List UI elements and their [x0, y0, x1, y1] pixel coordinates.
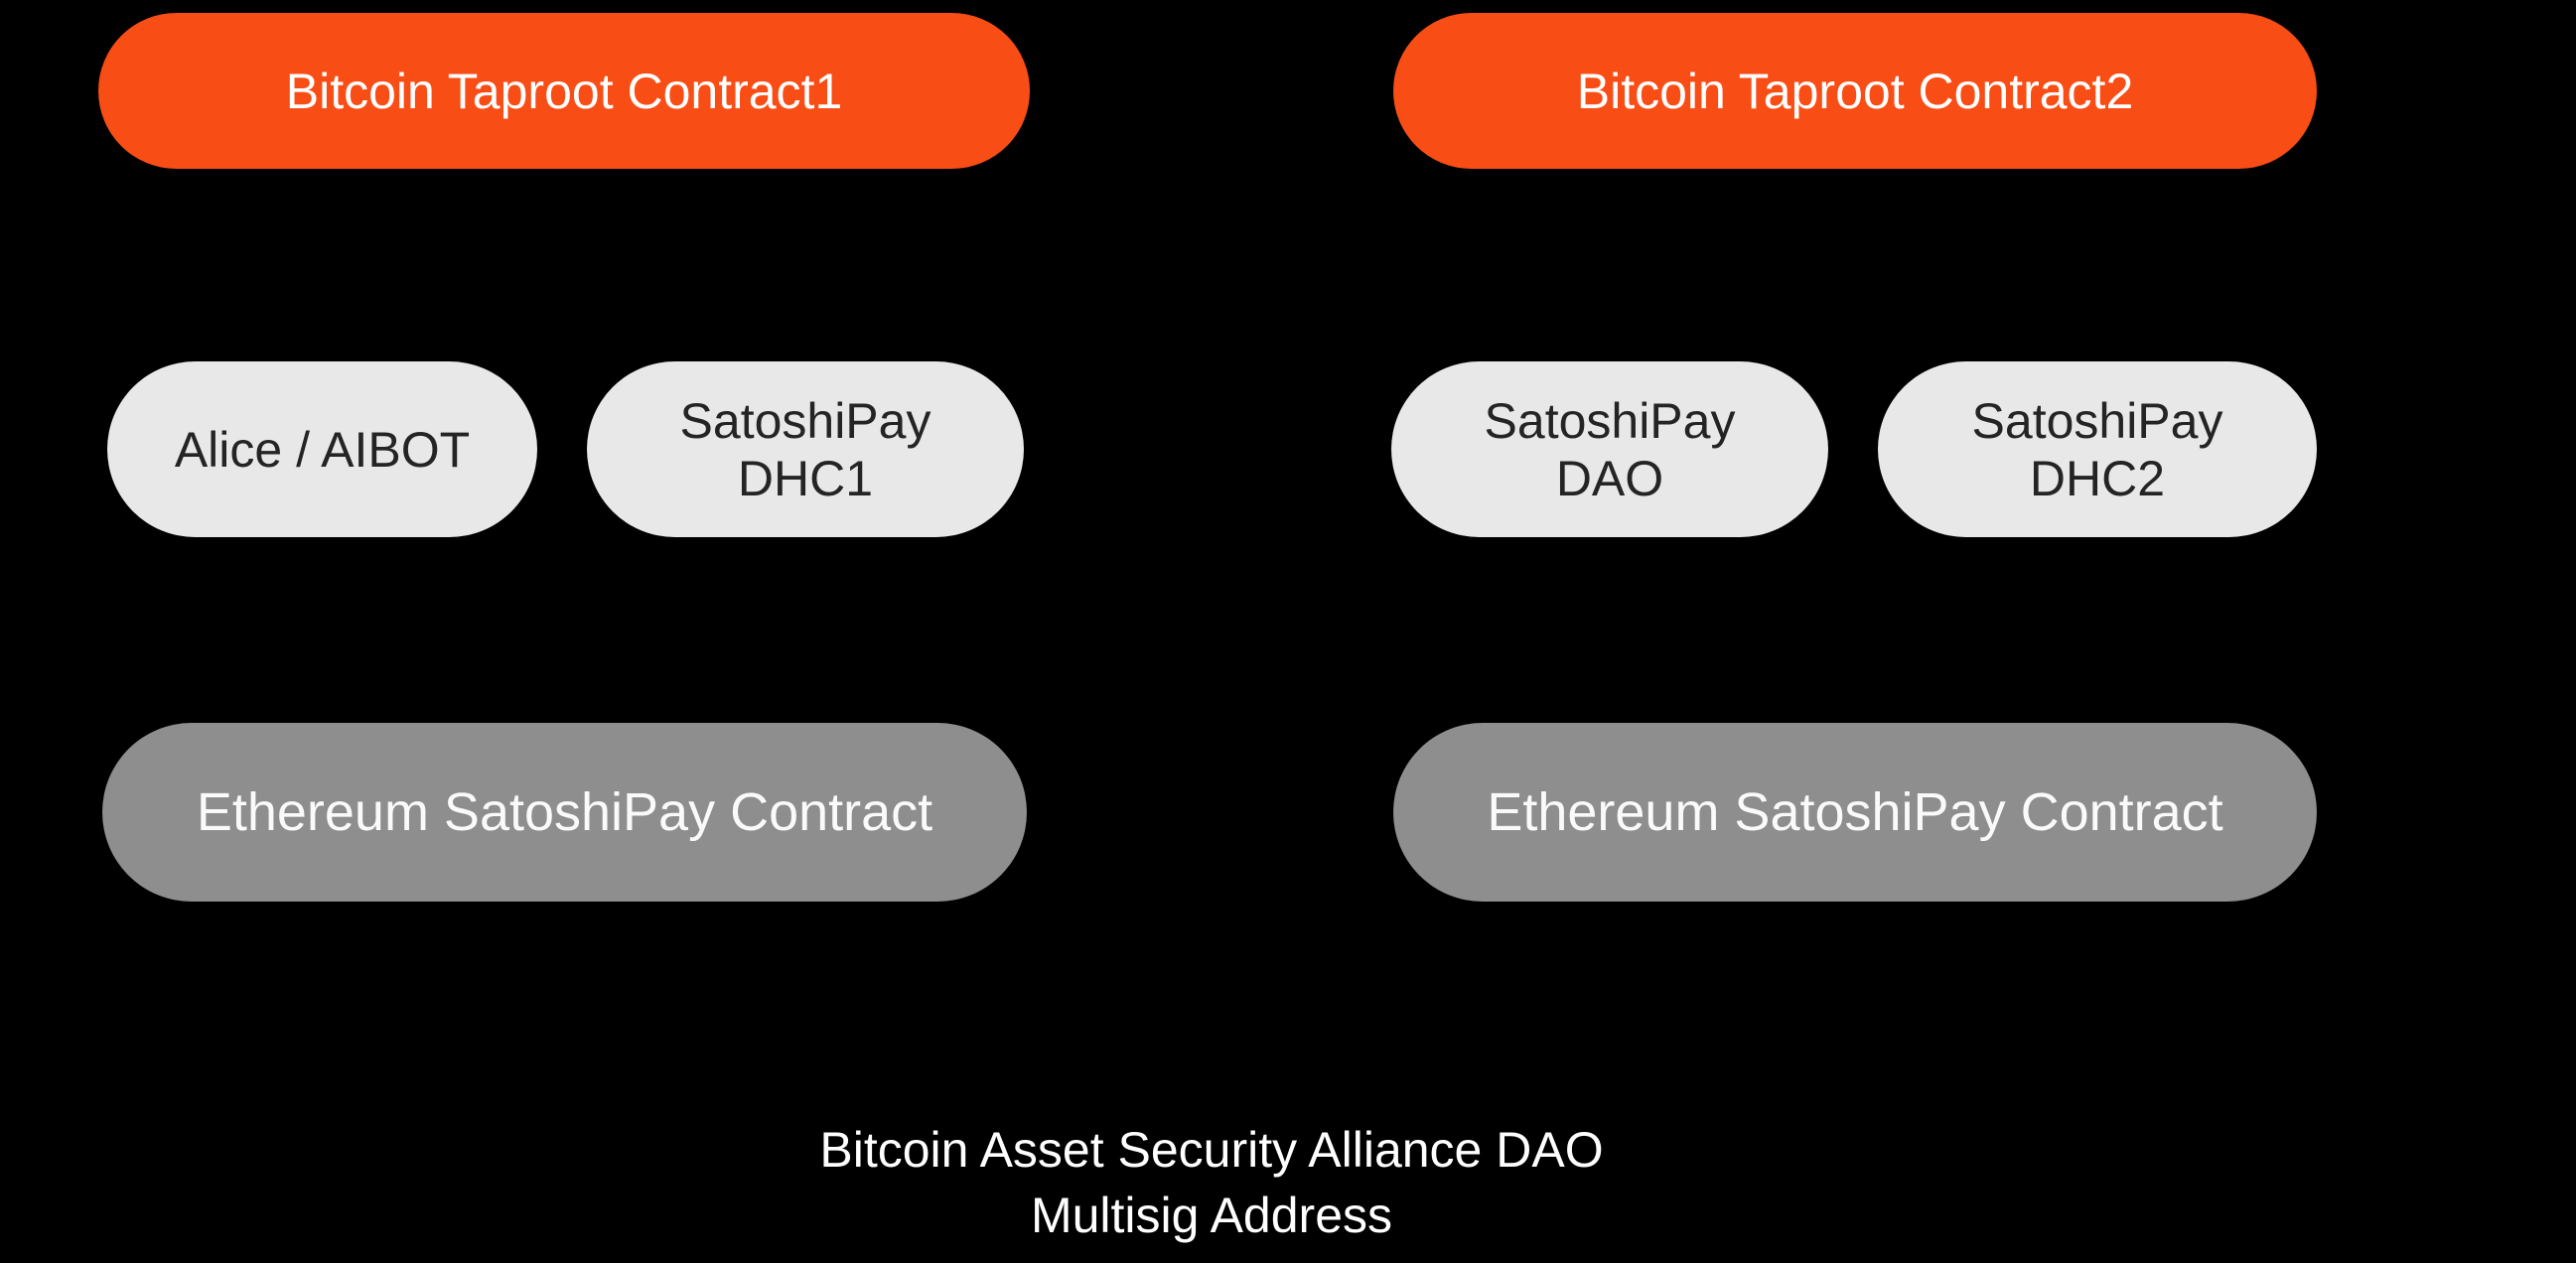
- member-node-satoshipay-dao: SatoshiPay DAO: [1391, 361, 1828, 537]
- footer-caption-line1: Bitcoin Asset Security Alliance DAO: [819, 1122, 1604, 1178]
- taproot-node-2: Bitcoin Taproot Contract2: [1393, 13, 2317, 169]
- node-label: Bitcoin Taproot Contract1: [285, 63, 843, 119]
- node-label-line: DHC2: [2029, 450, 2166, 506]
- ethereum-node-2: Ethereum SatoshiPay Contract: [1393, 723, 2317, 902]
- node-label: Bitcoin Taproot Contract2: [1576, 63, 2134, 119]
- member-node-alice-aibot: Alice / AIBOT: [107, 361, 537, 537]
- member-node-satoshipay-dhc2: SatoshiPay DHC2: [1878, 361, 2317, 537]
- node-label-line: Alice / AIBOT: [174, 421, 471, 478]
- node-label: Ethereum SatoshiPay Contract: [196, 782, 933, 842]
- node-label-line: SatoshiPay: [679, 392, 931, 449]
- node-label: Ethereum SatoshiPay Contract: [1487, 782, 2223, 842]
- ethereum-node-1: Ethereum SatoshiPay Contract: [102, 723, 1027, 902]
- node-label-line: SatoshiPay: [1484, 392, 1736, 449]
- taproot-node-1: Bitcoin Taproot Contract1: [98, 13, 1030, 169]
- member-node-satoshipay-dhc1: SatoshiPay DHC1: [587, 361, 1024, 537]
- footer-caption: Bitcoin Asset Security Alliance DAO Mult…: [616, 1117, 1807, 1248]
- node-label-line: DAO: [1555, 450, 1664, 506]
- node-label-line: SatoshiPay: [1971, 392, 2223, 449]
- node-label-line: DHC1: [737, 450, 874, 506]
- footer-caption-line2: Multisig Address: [1030, 1188, 1393, 1243]
